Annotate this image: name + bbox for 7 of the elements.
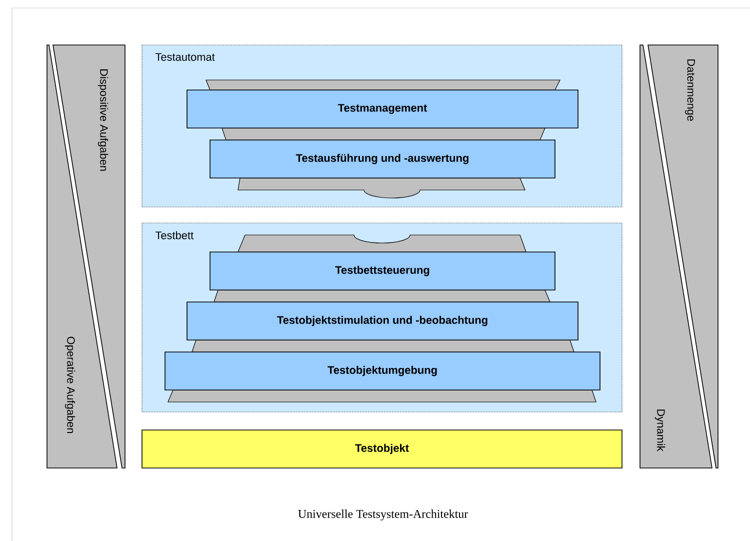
layer-box: Testobjektumgebung xyxy=(164,352,600,390)
layer-box: Testmanagement xyxy=(186,90,578,128)
test-object-box: Testobjekt xyxy=(142,430,622,468)
layer-box: Testobjektstimulation und -beobachtung xyxy=(186,302,578,340)
layer-box: Testausführung und -auswertung xyxy=(210,140,556,178)
caption: Universelle Testsystem-Architektur xyxy=(298,510,468,520)
layer-box: Testbettsteuerung xyxy=(210,252,556,290)
